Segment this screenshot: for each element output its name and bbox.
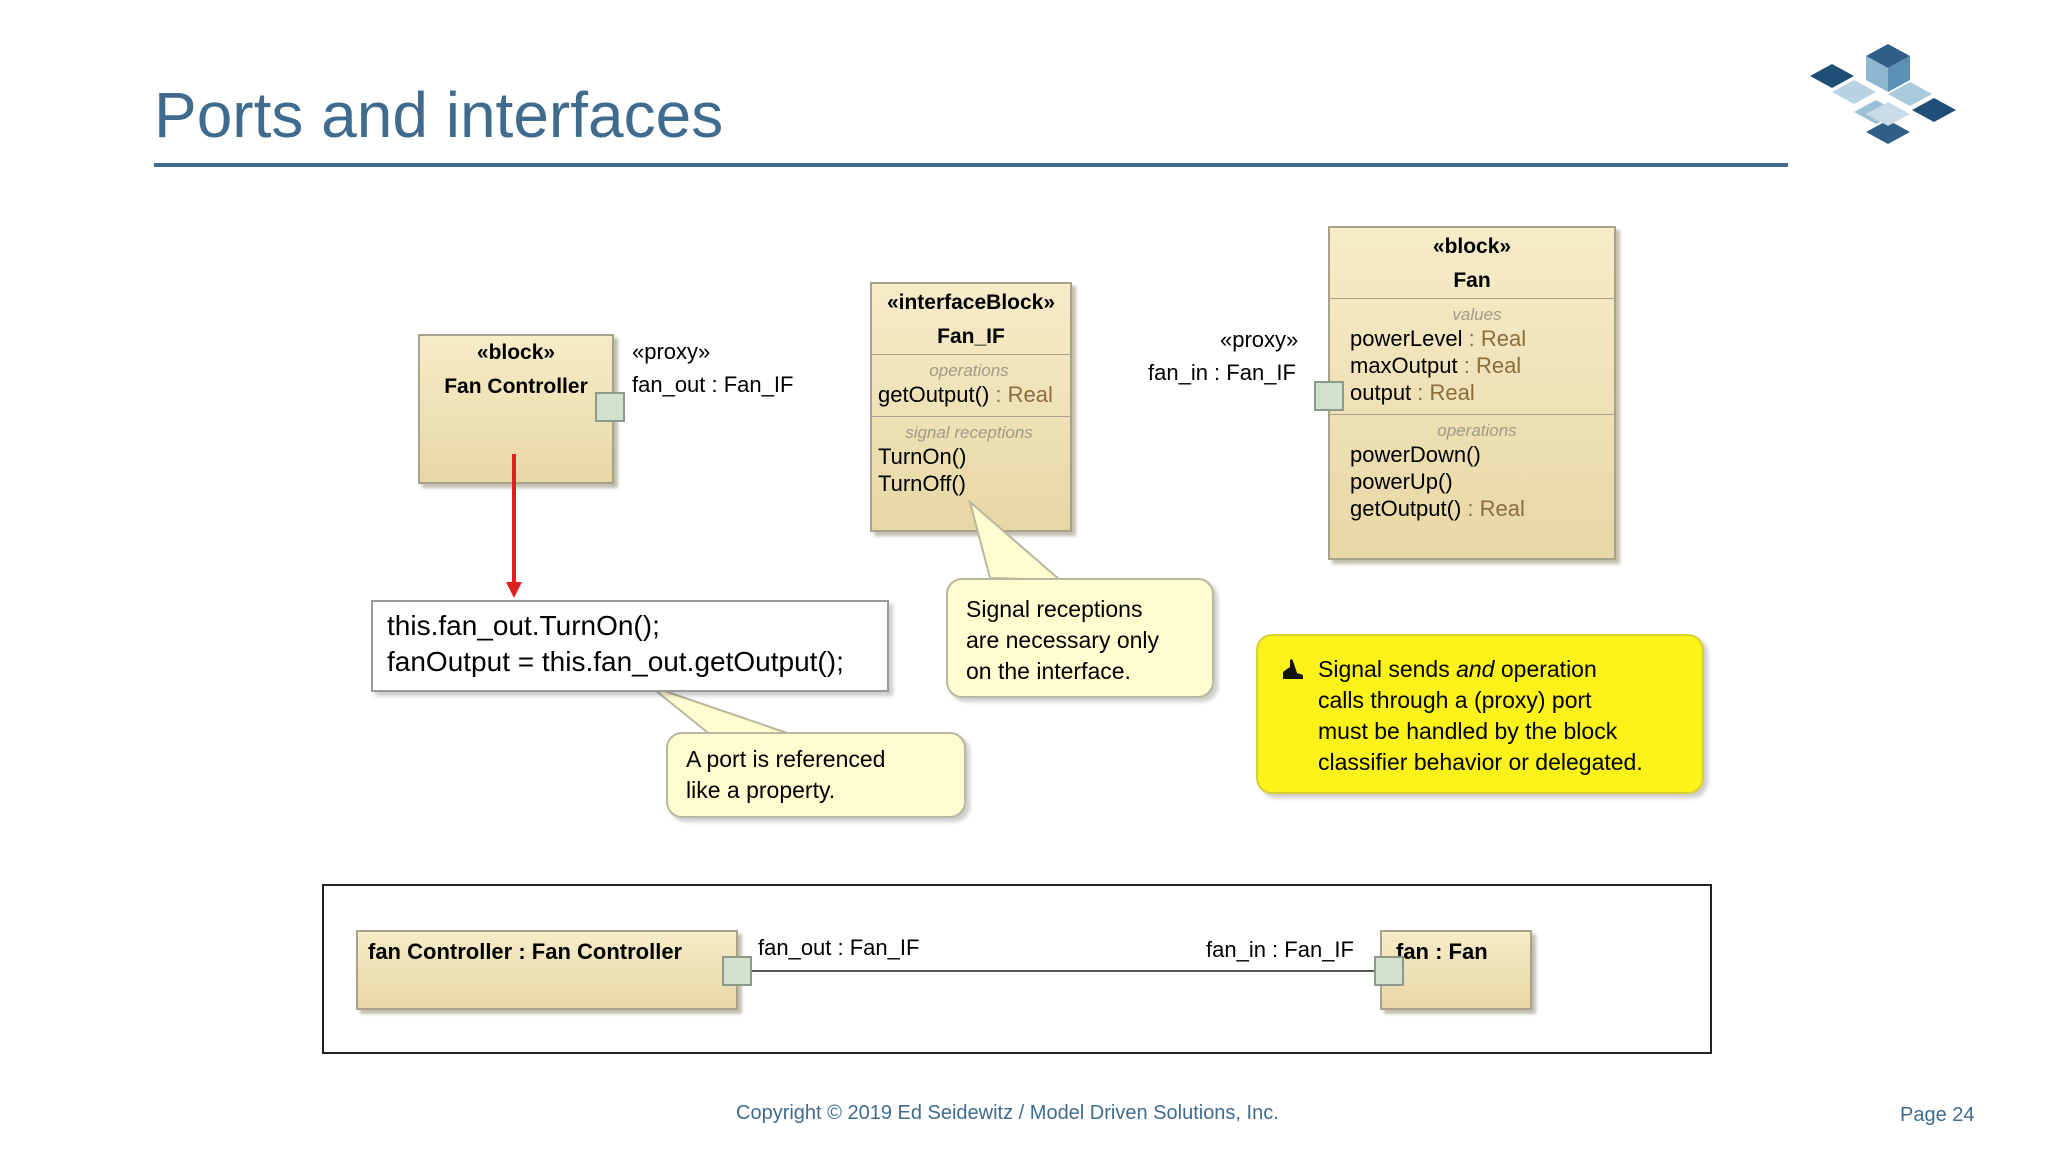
ibd-part-fan: fan : Fan bbox=[1380, 930, 1532, 1010]
warning-line-1c: operation bbox=[1494, 656, 1597, 682]
title-divider bbox=[154, 163, 1788, 167]
ibd-part-fan-controller-label: fan Controller : Fan Controller bbox=[368, 939, 683, 964]
fan-op-powerdown: powerDown() bbox=[1350, 442, 1481, 467]
ibd-fan-out-port bbox=[722, 956, 752, 986]
warning-line-3: must be handled by the block bbox=[1318, 718, 1618, 744]
fan-operations-caption: operations bbox=[1437, 421, 1517, 440]
fan-value-output: output bbox=[1350, 380, 1412, 405]
warning-line-1a: Signal sends bbox=[1318, 656, 1457, 682]
fan-in-stereotype: «proxy» bbox=[1220, 327, 1299, 352]
page-title: Ports and interfaces bbox=[154, 79, 724, 151]
reference-arrow bbox=[506, 454, 522, 598]
fan-if-stereotype: «interfaceBlock» bbox=[886, 291, 1056, 314]
fan-value-maxoutput-type: : Real bbox=[1457, 353, 1522, 378]
fan-value-maxoutput: maxOutput bbox=[1350, 353, 1458, 378]
warning-line-1-emphasis: and bbox=[1456, 656, 1495, 682]
port-reference-callout: A port is referenced like a property. bbox=[666, 732, 966, 818]
fan-op-powerup: powerUp() bbox=[1350, 469, 1453, 494]
fan-if-op-type: : Real bbox=[989, 382, 1053, 407]
warning-line-4: classifier behavior or delegated. bbox=[1318, 749, 1643, 775]
fan-if-op-name: getOutput() bbox=[878, 382, 990, 407]
fan-controller-name: Fan Controller bbox=[444, 375, 588, 398]
fan-if-operation: getOutput() : Real bbox=[878, 381, 1060, 408]
code-line-2: fanOutput = this.fan_out.getOutput(); bbox=[387, 646, 844, 677]
fan-in-port-label: fan_in : Fan_IF bbox=[1148, 360, 1296, 385]
fan-if-signal-turnoff: TurnOff() bbox=[878, 471, 967, 496]
ibd-fan-in-label: fan_in : Fan_IF bbox=[1206, 937, 1354, 962]
fan-out-port bbox=[595, 392, 625, 422]
fan-in-port bbox=[1314, 381, 1344, 411]
ibd-part-fan-label: fan : Fan bbox=[1396, 939, 1488, 964]
page-number: Page 24 bbox=[1900, 1104, 1975, 1126]
fan-controller-stereotype: «block» bbox=[476, 341, 556, 364]
fan-value-powerlevel: powerLevel bbox=[1350, 326, 1463, 351]
signal-callout-line-3: on the interface. bbox=[966, 658, 1131, 684]
fan-value-powerlevel-type: : Real bbox=[1462, 326, 1527, 351]
fan-out-port-label: fan_out : Fan_IF bbox=[632, 372, 794, 397]
fan-op-getoutput-type: : Real bbox=[1461, 496, 1525, 521]
signal-callout-line-2: are necessary only bbox=[966, 627, 1160, 653]
code-snippet-box: this.fan_out.TurnOn(); fanOutput = this.… bbox=[371, 600, 889, 692]
warning-line-2: calls through a (proxy) port bbox=[1318, 687, 1592, 713]
fan-block: «block» Fan values powerLevel : Real max… bbox=[1328, 226, 1616, 560]
fan-if-signals-caption: signal receptions bbox=[905, 423, 1033, 442]
ibd-fan-out-label: fan_out : Fan_IF bbox=[758, 935, 920, 960]
fan-stereotype: «block» bbox=[1432, 235, 1512, 258]
fan-if-interface-block: «interfaceBlock» Fan_IF operations getOu… bbox=[870, 282, 1072, 532]
fan-op-getoutput: getOutput() bbox=[1350, 496, 1462, 521]
fan-if-name: Fan_IF bbox=[937, 325, 1005, 348]
fan-name: Fan bbox=[1453, 269, 1491, 292]
company-logo-icon bbox=[1810, 44, 1956, 144]
code-line-1: this.fan_out.TurnOn(); bbox=[387, 610, 660, 641]
pointing-hand-icon bbox=[1283, 659, 1303, 679]
fan-if-signal-turnon: TurnOn() bbox=[878, 444, 967, 469]
fan-out-stereotype: «proxy» bbox=[632, 339, 711, 364]
ibd-fan-in-port bbox=[1374, 956, 1404, 986]
signal-receptions-callout: Signal receptions are necessary only on … bbox=[946, 578, 1214, 698]
ibd-part-fan-controller: fan Controller : Fan Controller bbox=[356, 930, 738, 1010]
port-callout-line-2: like a property. bbox=[686, 777, 836, 803]
fan-if-operations-caption: operations bbox=[929, 361, 1009, 380]
signal-callout-line-1: Signal receptions bbox=[966, 596, 1143, 622]
copyright-footer: Copyright © 2019 Ed Seidewitz / Model Dr… bbox=[736, 1102, 1279, 1124]
warning-callout: Signal sends and operation calls through… bbox=[1256, 634, 1704, 794]
fan-values-caption: values bbox=[1452, 305, 1502, 324]
port-callout-line-1: A port is referenced bbox=[686, 746, 886, 772]
fan-value-output-type: : Real bbox=[1411, 380, 1475, 405]
